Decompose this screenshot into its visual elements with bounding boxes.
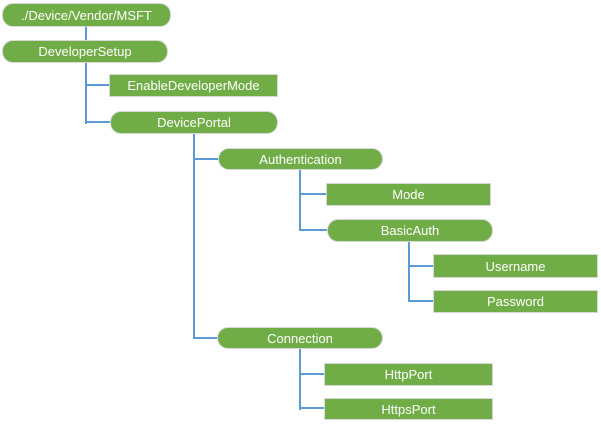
- node-mode: Mode: [326, 183, 491, 206]
- node-basicauth: BasicAuth: [327, 219, 493, 242]
- connector-branch-connection: [193, 337, 218, 339]
- node-password: Password: [433, 290, 598, 313]
- connector-branch-basicauth: [299, 229, 328, 231]
- connector-branch-authentication: [193, 158, 219, 160]
- node-deviceportal: DevicePortal: [110, 111, 278, 134]
- connector-authentication-trunk: [299, 170, 301, 231]
- connector-basicauth-trunk: [408, 242, 410, 302]
- connector-connection-trunk: [299, 349, 301, 410]
- connector-branch-password: [408, 300, 434, 302]
- node-authentication: Authentication: [218, 148, 383, 170]
- connector-root-to-developersetup: [85, 27, 87, 41]
- node-connection: Connection: [217, 327, 383, 349]
- connector-branch-httpport: [299, 373, 325, 375]
- node-developersetup: DeveloperSetup: [2, 40, 168, 63]
- connector-deviceportal-trunk: [193, 134, 195, 339]
- connector-branch-httpsport: [299, 407, 325, 409]
- node-httpport: HttpPort: [324, 363, 493, 386]
- connector-branch-mode: [299, 193, 327, 195]
- connector-developersetup-trunk: [85, 63, 87, 124]
- node-device-vendor-msft: ./Device/Vendor/MSFT: [2, 3, 171, 27]
- connector-branch-deviceportal: [85, 121, 111, 123]
- node-enabledevelopermode: EnableDeveloperMode: [109, 74, 278, 97]
- connector-branch-enabledevelopermode: [85, 84, 110, 86]
- node-httpsport: HttpsPort: [324, 398, 493, 420]
- node-username: Username: [433, 254, 598, 278]
- connector-branch-username: [408, 265, 434, 267]
